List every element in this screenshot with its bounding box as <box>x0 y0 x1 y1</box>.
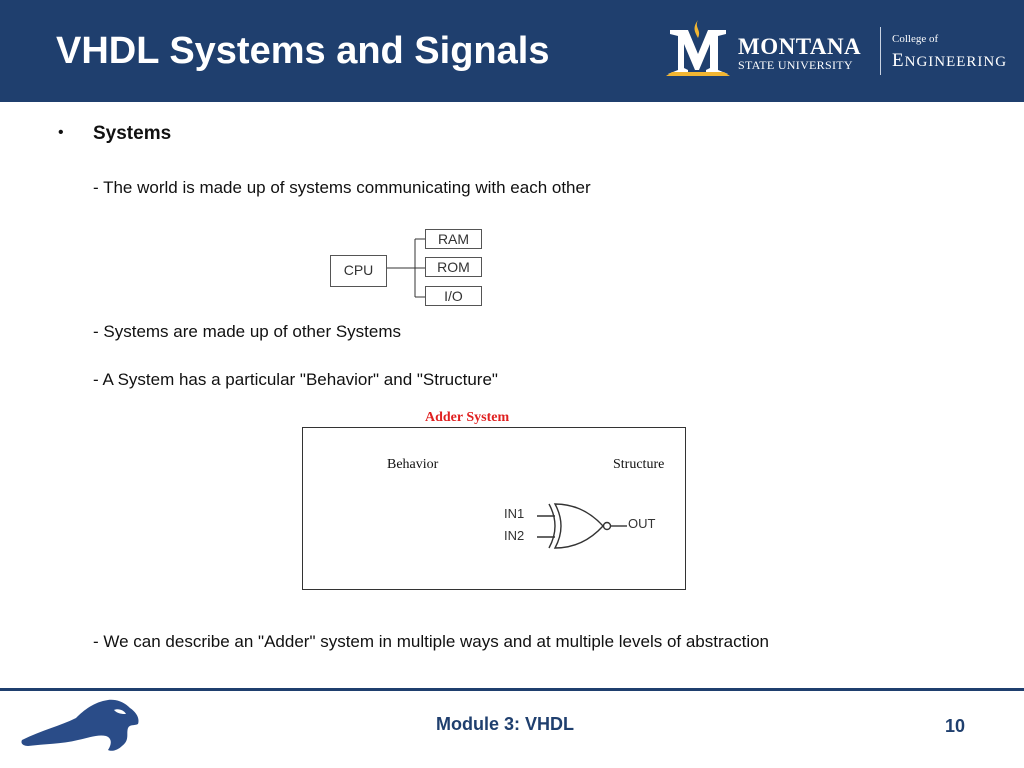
rom-box: ROM <box>425 257 482 277</box>
xnor-gate-icon <box>537 503 627 549</box>
adder-diagram-title: Adder System <box>425 410 510 425</box>
msu-m-logo-icon <box>666 20 730 76</box>
bobcat-logo-icon <box>21 699 139 751</box>
in2-label: IN2 <box>504 528 525 543</box>
college-name: ENGINEERING <box>892 50 1007 72</box>
college-name-initial: E <box>892 50 905 71</box>
bullet-marker: • <box>58 124 64 141</box>
college-name-rest: NGINEERING <box>904 54 1008 70</box>
io-box: I/O <box>425 286 482 306</box>
header-banner: VHDL Systems and Signals MONTANA STATE U… <box>0 0 1024 102</box>
ram-box: RAM <box>425 229 482 249</box>
text-line-4: - We can describe an "Adder" system in m… <box>93 632 770 651</box>
college-of-label: College of <box>892 33 939 45</box>
university-subtitle: STATE UNIVERSITY <box>738 58 853 72</box>
logo-divider <box>880 27 881 75</box>
cpu-box: CPU <box>330 255 387 287</box>
text-line-2: - Systems are made up of other Systems <box>93 322 402 341</box>
university-name: MONTANA <box>738 34 862 59</box>
text-line-3: - A System has a particular "Behavior" a… <box>93 370 498 389</box>
slide-title: VHDL Systems and Signals <box>56 30 550 72</box>
out-label: OUT <box>628 516 656 531</box>
page-number: 10 <box>945 716 966 736</box>
behavior-label: Behavior <box>387 457 439 472</box>
structure-label: Structure <box>613 457 665 472</box>
adder-diagram-frame <box>302 427 686 590</box>
text-line-1: - The world is made up of systems commun… <box>93 178 591 197</box>
section-heading: Systems <box>93 123 172 144</box>
footer-module-label: Module 3: VHDL <box>436 714 574 734</box>
cpu-connector-lines <box>387 238 427 298</box>
in1-label: IN1 <box>504 506 525 521</box>
footer-divider <box>0 688 1024 691</box>
